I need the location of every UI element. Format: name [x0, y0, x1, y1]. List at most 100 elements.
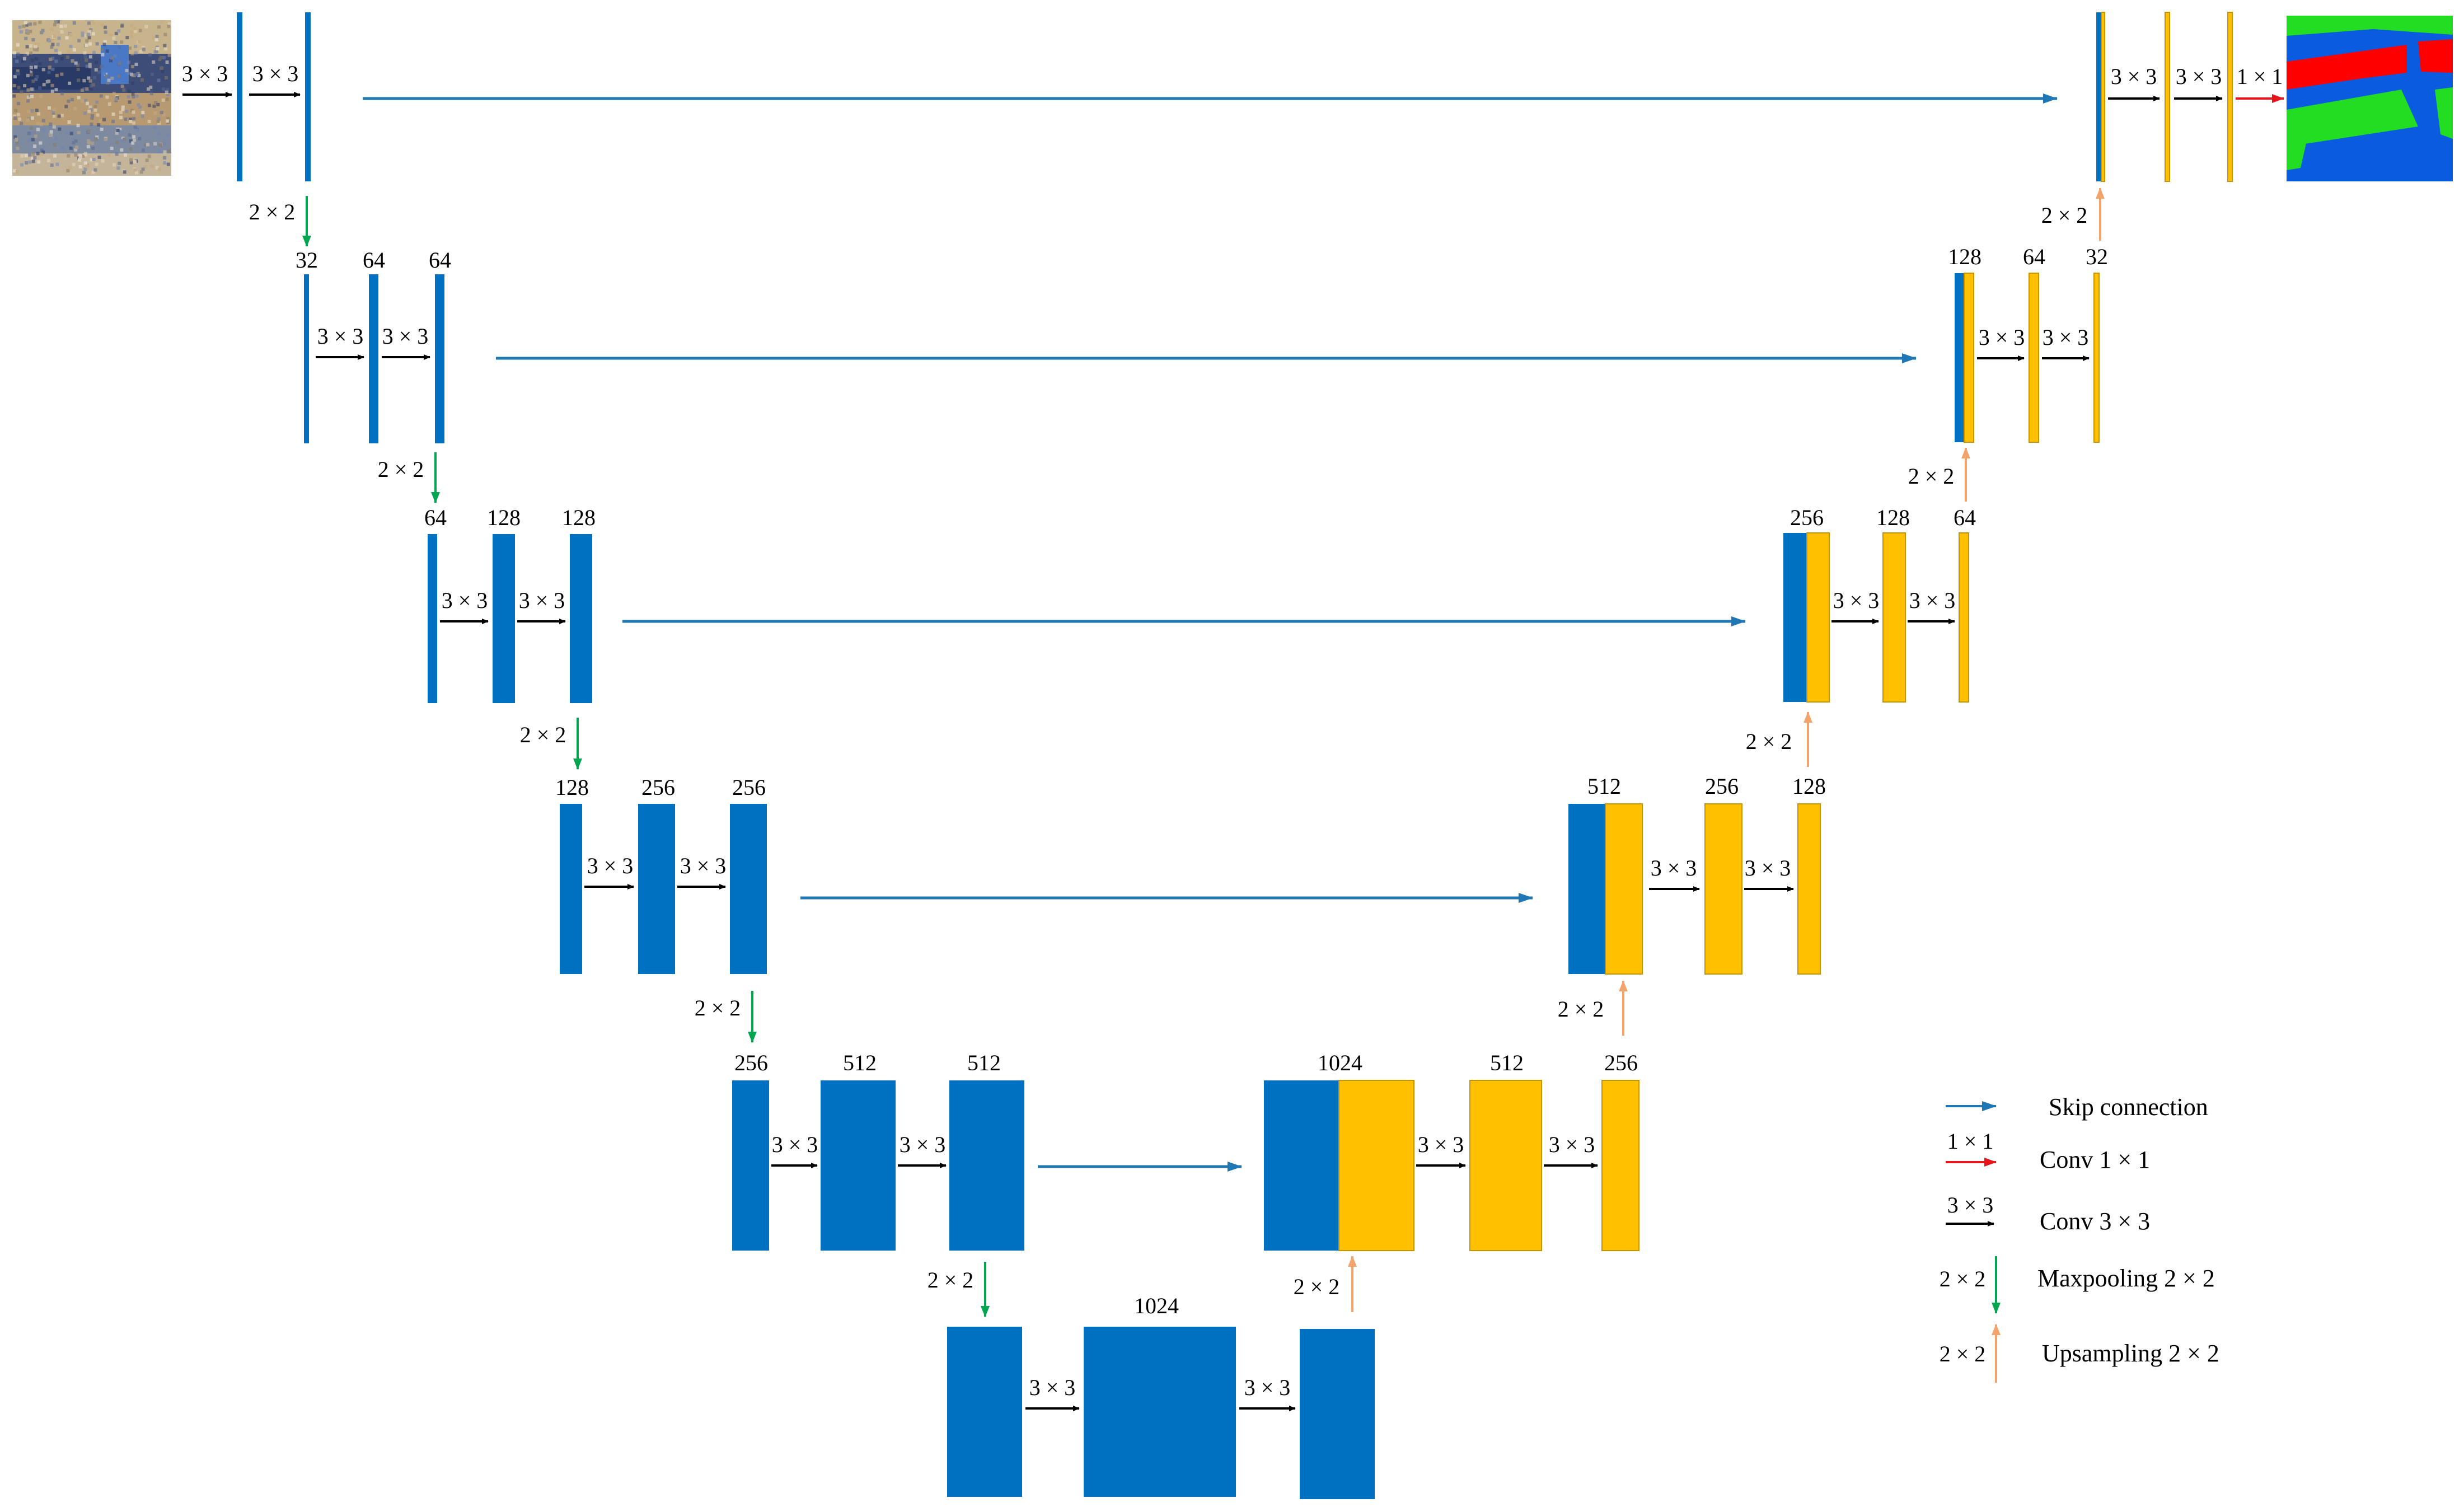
input-image-noise: [132, 121, 135, 125]
input-image-noise: [49, 122, 53, 126]
dec5-concat-enc: [1264, 1080, 1339, 1251]
conv1x1-label: 1 × 1: [2237, 64, 2283, 89]
input-image-noise: [37, 112, 41, 116]
input-image-noise: [50, 27, 54, 31]
input-image-noise: [28, 153, 32, 157]
input-image-noise: [161, 98, 165, 102]
channel-label: 32: [296, 247, 318, 273]
input-image-noise: [39, 141, 43, 145]
enc4-feat-in: [560, 804, 582, 974]
input-image-noise: [33, 156, 37, 160]
input-image-noise: [42, 128, 46, 132]
input-image-noise: [67, 99, 71, 103]
input-image-noise: [88, 105, 92, 109]
input-image-noise: [57, 114, 61, 118]
enc4-feat-a: [638, 804, 675, 974]
input-image-noise: [51, 43, 55, 46]
input-image-noise: [50, 163, 54, 167]
input-image-noise: [134, 171, 138, 175]
input-image-noise: [102, 43, 106, 46]
input-image-noise: [60, 30, 64, 34]
input-image-noise: [87, 139, 91, 143]
channel-label: 64: [1954, 505, 1976, 530]
input-image-noise: [60, 114, 64, 118]
input-image-noise: [77, 78, 81, 82]
input-image-noise: [92, 158, 96, 162]
input-image-noise: [152, 60, 156, 64]
input-image-noise: [119, 115, 123, 119]
input-image-noise: [15, 141, 18, 145]
input-image-noise: [134, 51, 138, 55]
input-image-noise: [154, 49, 158, 53]
input-image-noise: [77, 130, 81, 134]
input-image-noise: [152, 104, 156, 108]
input-image-noise: [138, 137, 142, 141]
input-image-noise: [93, 168, 97, 172]
input-image-noise: [37, 160, 41, 164]
input-image-noise: [125, 69, 129, 72]
dec1-concat-dec: [2101, 12, 2105, 182]
input-image-noise: [48, 106, 51, 110]
input-image-noise: [77, 96, 81, 100]
input-image-noise: [137, 40, 141, 44]
input-image-noise: [12, 94, 16, 98]
input-image-noise: [87, 36, 91, 40]
input-image-noise: [36, 152, 40, 156]
input-image-noise: [55, 73, 59, 77]
input-image-noise: [47, 71, 51, 74]
input-image-noise: [55, 162, 59, 166]
input-image-noise: [165, 60, 169, 64]
input-image-noise: [49, 58, 53, 61]
input-image-noise: [60, 72, 64, 76]
input-image-noise: [124, 117, 128, 121]
input-image-noise: [85, 64, 89, 68]
input-image-noise: [115, 131, 119, 135]
dec5-concat-dec: [1338, 1080, 1414, 1251]
input-image-noise: [58, 127, 62, 131]
input-image-noise: [131, 64, 135, 68]
input-image-noise: [53, 154, 57, 158]
input-image-noise: [50, 45, 54, 49]
input-image-noise: [103, 25, 107, 29]
input-image-noise: [81, 31, 85, 35]
input-image-noise: [153, 111, 157, 115]
input-image-noise: [25, 45, 29, 49]
input-image-noise: [15, 138, 18, 141]
input-image-noise: [110, 56, 114, 60]
input-image-noise: [106, 81, 110, 85]
input-image-noise: [29, 30, 32, 34]
input-image-noise: [28, 160, 32, 164]
input-image-noise: [41, 68, 45, 72]
input-image-noise: [104, 137, 107, 141]
input-image-noise: [109, 59, 113, 63]
input-image-noise: [129, 147, 133, 151]
input-image-noise: [38, 62, 42, 65]
input-image-noise: [31, 160, 35, 163]
enc3-feat-in: [428, 534, 437, 703]
input-image-noise: [29, 51, 33, 55]
input-image-noise: [25, 23, 29, 27]
channel-label: 512: [1587, 774, 1621, 799]
input-image-noise: [104, 30, 107, 34]
input-image-noise: [81, 155, 85, 158]
input-image-noise: [101, 53, 105, 57]
input-image-noise: [50, 90, 54, 93]
input-image-noise: [31, 38, 35, 41]
input-image-noise: [156, 102, 160, 106]
input-image-noise: [130, 30, 134, 34]
input-image-noise: [165, 90, 168, 94]
input-image-noise: [134, 62, 138, 66]
input-image-noise: [26, 73, 30, 77]
input-image-noise: [39, 94, 43, 98]
input-image-noise: [67, 154, 71, 158]
input-image-noise: [48, 66, 51, 69]
input-image-noise: [57, 36, 61, 40]
input-image-noise: [20, 121, 24, 125]
input-image-noise: [95, 135, 99, 139]
input-image-noise: [91, 170, 95, 174]
conv-label: 3 × 3: [2043, 325, 2089, 350]
input-image-noise: [162, 56, 166, 59]
input-image-noise: [112, 36, 116, 40]
input-image-noise: [36, 122, 40, 126]
input-image-noise: [128, 46, 132, 50]
